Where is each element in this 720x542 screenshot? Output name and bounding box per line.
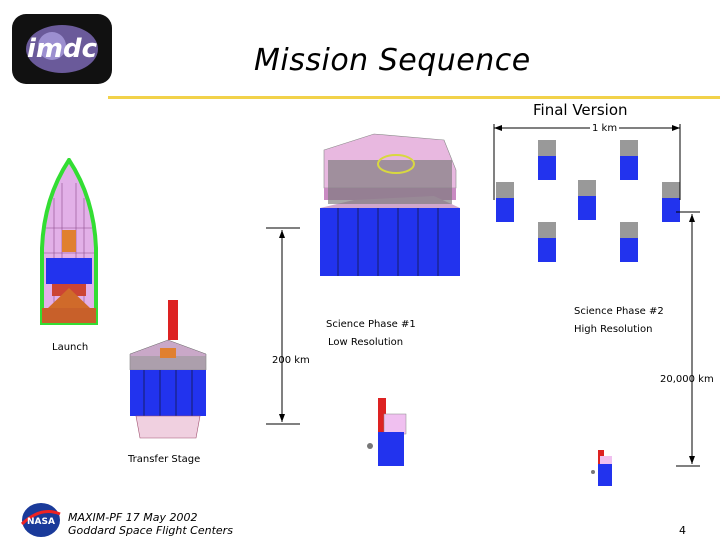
transfer-stage-label: Transfer Stage [128,454,201,465]
page-title: Mission Sequence [254,43,531,78]
footer-center: Goddard Space Flight Centers [68,524,233,537]
title-divider [108,96,720,99]
distance-200km-label: 200 km [272,355,310,366]
low-resolution-label: Low Resolution [328,337,404,348]
low-res-spacecraft [362,396,410,468]
science-phase-2-formation [490,136,690,266]
page-number: 4 [679,524,686,537]
launch-vehicle [34,156,104,328]
high-res-spacecraft [590,448,616,488]
high-resolution-label: High Resolution [574,324,653,335]
subtitle: Final Version [533,101,628,119]
svg-text:NASA: NASA [27,517,55,527]
launch-label: Launch [52,342,89,353]
distance-1km-label: 1 km [590,123,620,134]
footer-mission: MAXIM-PF 17 May 2002 [68,511,198,524]
svg-text:imdc: imdc [27,34,98,64]
science-phase-2-label: Science Phase #2 [574,306,664,317]
science-phase-1-cluster [314,130,462,282]
nasa-logo: NASA [20,502,62,538]
formation-module [496,140,680,262]
transfer-stage [126,298,210,444]
imdc-logo: imdc [12,14,112,84]
distance-20000km-label: 20,000 km [660,374,714,385]
science-phase-1-label: Science Phase #1 [326,319,416,330]
